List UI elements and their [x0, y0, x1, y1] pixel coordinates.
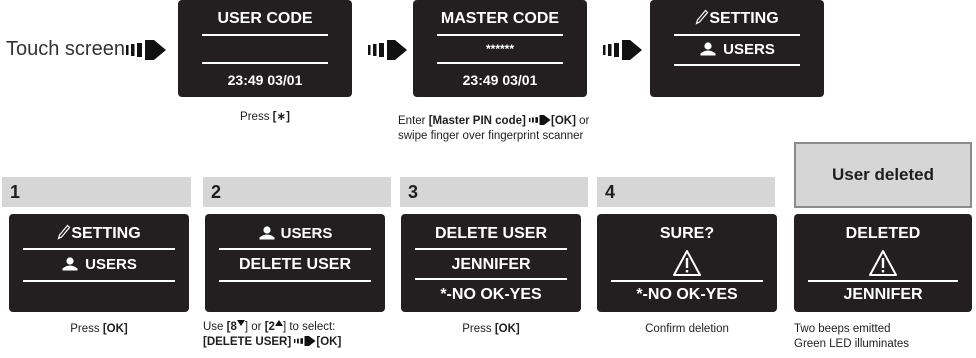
caption-key: [8: [226, 321, 237, 333]
caption-key: [OK]: [102, 323, 128, 335]
caption-text: ] or: [244, 321, 265, 333]
screen-line-text: USERS: [280, 225, 333, 242]
caption-key: [DELETE USER]: [203, 336, 292, 348]
caption-step-2: Use [8 ] or [2 ] to select: [DELETE USER] …: [203, 319, 398, 350]
divider: [23, 248, 175, 250]
divider: [674, 64, 800, 66]
caption-line: Green LED illuminates: [794, 338, 910, 350]
screen-line-setting: SETTING: [9, 224, 189, 243]
divider: [415, 278, 567, 280]
step-header-2: 2: [203, 177, 391, 207]
screen-line-delete-user: DELETE USER: [434, 225, 547, 242]
caption-text: Press: [462, 323, 495, 335]
warning-icon: [869, 250, 897, 276]
screen-line-setting: SETTING: [650, 9, 824, 28]
divider: [202, 34, 328, 36]
divider: [437, 62, 563, 64]
arrow-right-icon: [529, 114, 551, 125]
arrow-right-icon: [126, 40, 166, 60]
arrow-right-icon: [603, 40, 642, 60]
user-deleted-badge: User deleted: [794, 142, 972, 208]
touch-screen-label: Touch screen: [6, 38, 125, 60]
screen-line-options: *-NO OK-YES: [636, 286, 738, 303]
caption-step-1: Press [OK]: [9, 322, 189, 337]
caption-ok: [OK]: [551, 115, 576, 127]
screen-line-name: JENNIFER: [843, 286, 923, 303]
caption-line: swipe finger over fingerprint scanner: [398, 130, 584, 142]
triangle-up-icon: [274, 319, 283, 326]
screen-line-text: USERS: [85, 256, 137, 273]
caption-line: [DELETE USER] [OK]: [203, 335, 398, 350]
screen-line-text: SETTING: [71, 225, 141, 242]
arrow-right-icon: [368, 40, 407, 60]
divider: [611, 280, 763, 282]
screen-line-delete-user: DELETE USER: [238, 256, 351, 273]
caption-text: Press: [70, 323, 103, 335]
screen-step-4: SURE? *-NO OK-YES: [597, 214, 777, 312]
screen-step-2: USERS DELETE USER: [205, 214, 385, 312]
screen-line-users: USERS: [650, 41, 824, 58]
divider: [23, 280, 175, 282]
screen-line-name: JENNIFER: [451, 256, 531, 273]
screen-setting: SETTING USERS: [650, 0, 824, 97]
arrow-right-icon: [294, 335, 316, 346]
step-header-4: 4: [597, 177, 775, 207]
caption-line: Enter [Master PIN code] [OK] or: [398, 114, 638, 129]
screen-line-sure: SURE?: [659, 225, 715, 242]
caption-text: Press: [240, 111, 273, 123]
screen-datetime: 23:49 03/01: [462, 72, 538, 88]
screen-datetime: 23:49 03/01: [227, 72, 303, 88]
triangle-down-icon: [236, 319, 245, 326]
divider: [415, 248, 567, 250]
divider: [202, 62, 328, 64]
caption-line: Use [8 ] or [2 ] to select:: [203, 319, 398, 335]
screen-step-3: DELETE USER JENNIFER *-NO OK-YES: [401, 214, 581, 312]
warning-icon: [673, 250, 701, 276]
caption-result: Two beeps emitted Green LED illuminates: [794, 322, 972, 352]
divider: [437, 34, 563, 36]
screen-line-options: *-NO OK-YES: [440, 286, 542, 303]
caption-key: [2: [264, 321, 275, 333]
screen-step-1: SETTING USERS: [9, 214, 189, 312]
caption-press-star: Press [∗]: [178, 110, 352, 125]
caption-enter-master: Enter [Master PIN code] [OK] or swipe fi…: [398, 114, 638, 144]
caption-key: [OK]: [494, 323, 520, 335]
screen-title: USER CODE: [217, 10, 313, 27]
screen-title: MASTER CODE: [440, 10, 560, 27]
screen-line-deleted: DELETED: [845, 225, 921, 242]
user-icon: [259, 225, 275, 240]
caption-step-3: Press [OK]: [401, 322, 581, 337]
user-icon: [700, 41, 716, 56]
screen-line-text: SETTING: [709, 10, 779, 27]
caption-text: or: [575, 115, 590, 127]
caption-key: [Master PIN code]: [428, 115, 526, 127]
screen-user-code: USER CODE 23:49 03/01: [178, 0, 352, 97]
user-icon: [62, 256, 78, 271]
divider: [219, 248, 371, 250]
screen-line-users: USERS: [9, 256, 189, 273]
caption-text: ] to select:: [282, 321, 336, 333]
caption-text: Use: [203, 321, 227, 333]
divider: [674, 34, 800, 36]
caption-text: Enter: [398, 115, 429, 127]
caption-step-4: Confirm deletion: [645, 323, 729, 335]
caption-key: [∗]: [272, 111, 290, 123]
divider: [808, 280, 958, 282]
masked-code: ******: [485, 42, 515, 56]
screen-line-users: USERS: [205, 225, 385, 242]
pencil-icon: [57, 224, 71, 240]
step-header-3: 3: [400, 177, 588, 207]
step-header-1: 1: [2, 177, 191, 207]
pencil-icon: [695, 9, 709, 25]
screen-deleted: DELETED JENNIFER: [794, 214, 972, 312]
divider: [219, 280, 371, 282]
caption-ok: [OK]: [316, 336, 342, 348]
screen-line-text: USERS: [723, 41, 775, 58]
screen-master-code: MASTER CODE ****** 23:49 03/01: [413, 0, 587, 97]
caption-line: Two beeps emitted: [794, 323, 891, 335]
